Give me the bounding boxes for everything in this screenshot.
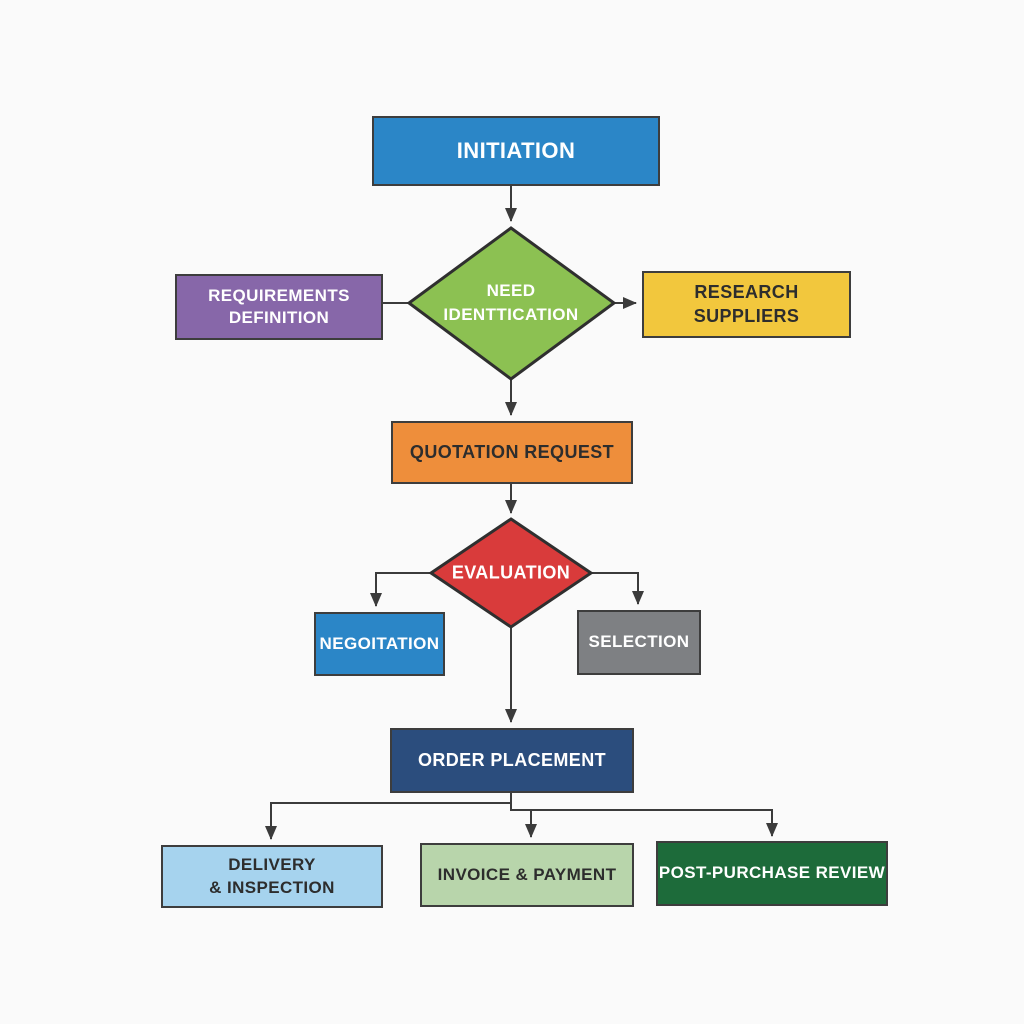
node-delivery-inspection-label-line1: DELIVERY — [228, 855, 316, 875]
node-research-suppliers: RESEARCH SUPPLIERS — [642, 271, 851, 338]
node-requirements-definition: REQUIREMENTS DEFINITION — [175, 274, 383, 340]
node-quotation-request-label: QUOTATION REQUEST — [409, 441, 615, 462]
node-post-purchase-review: POST-PURCHASE REVIEW — [656, 841, 888, 906]
node-delivery-inspection: DELIVERY & INSPECTION — [161, 845, 383, 908]
node-requirements-definition-label-line2: DEFINITION — [228, 308, 330, 327]
node-selection-label: SELECTION — [588, 632, 690, 652]
connector-order-placement-to-delivery-inspection — [265, 793, 512, 840]
node-order-placement: ORDER PLACEMENT — [390, 728, 634, 793]
node-invoice-payment-label: INVOICE & PAYMENT — [437, 864, 617, 884]
evaluation-diamond — [428, 517, 594, 629]
need-identification-label-line2: IDENTTICATION — [443, 305, 579, 324]
connector-order-placement-to-post-purchase-review — [510, 803, 778, 837]
node-negoitation-label: NEGOITATION — [319, 633, 440, 653]
node-order-placement-label: ORDER PLACEMENT — [417, 749, 606, 770]
node-requirements-definition-label-line1: REQUIREMENTS — [208, 285, 350, 305]
node-post-purchase-review-label: POST-PURCHASE REVIEW — [658, 863, 886, 883]
node-initiation-label: INITIATION — [456, 138, 576, 164]
need-identification-diamond-label: NEED IDENTTICATION — [443, 279, 578, 327]
node-initiation: INITIATION — [372, 116, 660, 186]
evaluation-diamond-label: EVALUATION — [452, 560, 570, 585]
node-research-suppliers-label: RESEARCH SUPPLIERS — [693, 281, 800, 326]
node-delivery-inspection-label-line2: & INSPECTION — [209, 877, 335, 897]
node-selection: SELECTION — [577, 610, 701, 675]
node-invoice-payment: INVOICE & PAYMENT — [420, 843, 634, 907]
evaluation-label: EVALUATION — [451, 562, 571, 583]
connector-evaluation-to-selection — [591, 572, 644, 605]
connector-evaluation-to-negoitation — [370, 572, 431, 607]
node-quotation-request: QUOTATION REQUEST — [391, 421, 633, 484]
need-identification-label-line1: NEED — [486, 281, 536, 301]
node-negoitation: NEGOITATION — [314, 612, 445, 676]
need-identification-diamond — [406, 226, 617, 381]
